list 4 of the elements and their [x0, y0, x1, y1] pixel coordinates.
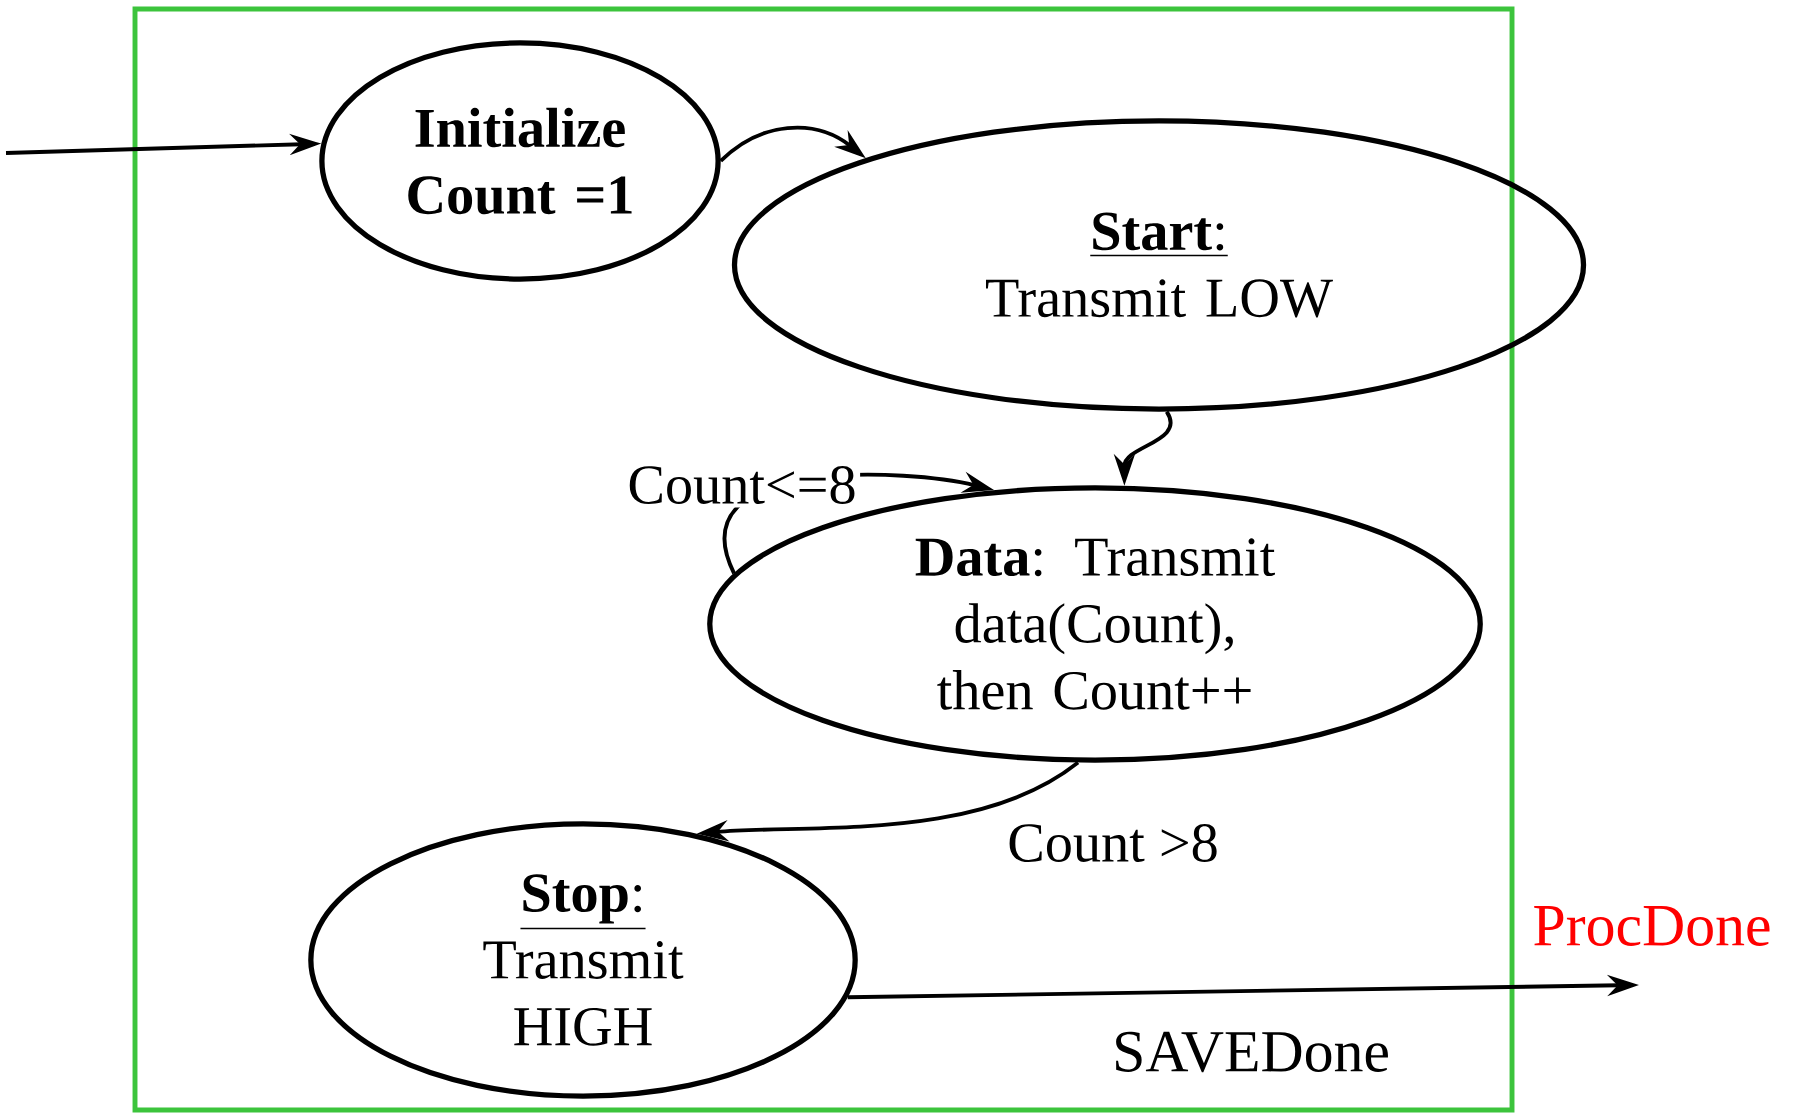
edge-label: Count >8: [1003, 820, 1223, 866]
signal-label: SAVEDone: [1116, 1031, 1388, 1073]
edge-label: Count<=8: [623, 462, 861, 508]
signal-label: ProcDone: [1534, 906, 1770, 946]
